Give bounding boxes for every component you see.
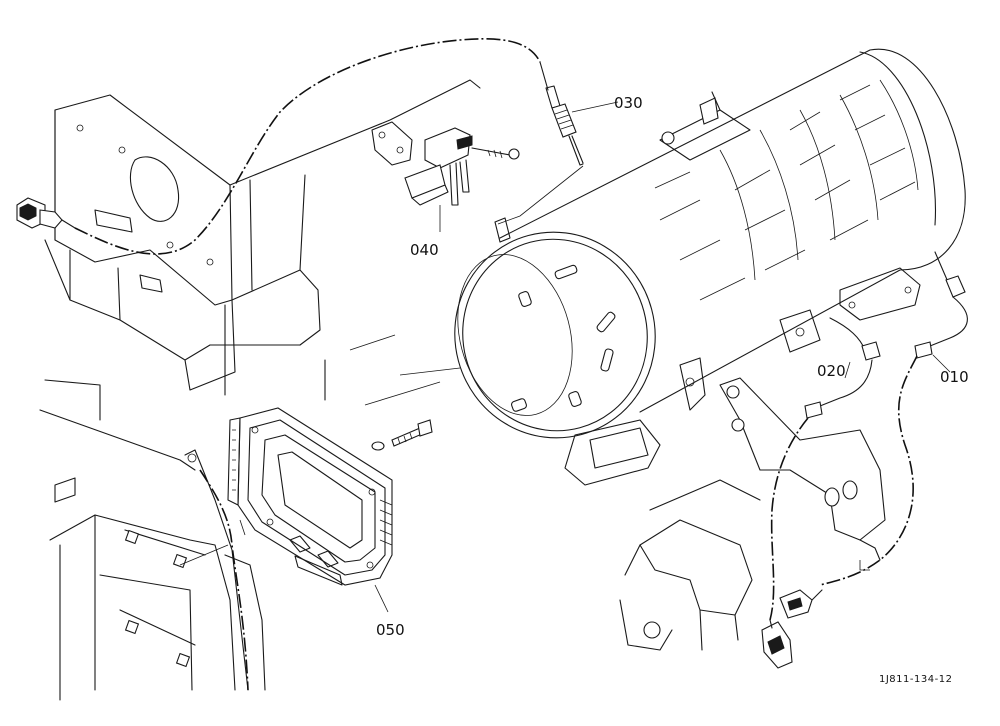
callout-040: 040 [410, 241, 439, 259]
leader-050-a [239, 519, 246, 536]
control-unit-bolt-icon [371, 419, 433, 451]
support-bracket-right [619, 377, 886, 651]
connector-left-icon [16, 197, 76, 229]
harness-030 [74, 38, 541, 255]
bolt-hole [124, 529, 191, 668]
leader-010 [932, 354, 951, 373]
mounting-bracket-upper [44, 79, 481, 401]
temperature-sensor-030-icon [539, 61, 584, 166]
callout-020: 020 [817, 362, 846, 380]
control-unit-050-icon [227, 407, 393, 586]
leader-050-b [179, 544, 229, 566]
leader-030 [571, 101, 619, 113]
leader-020 [844, 361, 851, 379]
muffler-dpf-assembly-icon [454, 48, 966, 486]
mounting-frame-lower [39, 379, 266, 701]
harness-050 [199, 469, 249, 691]
callout-030: 030 [614, 94, 643, 112]
connector-020-icon [761, 619, 793, 669]
pressure-sensor-040-icon [371, 121, 520, 206]
diagram-reference-code: 1J811-134-12 [879, 674, 952, 685]
callout-010: 010 [940, 368, 969, 386]
callout-050: 050 [376, 621, 405, 639]
leader-030-to-muffler [497, 165, 584, 225]
leader-050 [374, 584, 389, 613]
connector-010-icon [779, 589, 823, 619]
temperature-sensor-020-icon [769, 317, 881, 621]
temperature-sensor-010-icon [819, 251, 968, 586]
